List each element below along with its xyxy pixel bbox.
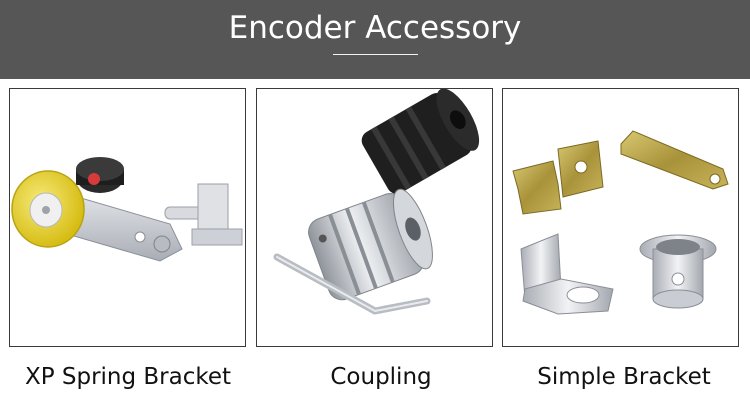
caption-xp-spring-bracket: XP Spring Bracket bbox=[24, 364, 232, 390]
page-title: Encoder Accessory bbox=[228, 10, 522, 46]
product-card-simple-bracket[interactable] bbox=[502, 88, 739, 347]
header-banner: Encoder Accessory bbox=[0, 0, 750, 79]
caption-coupling: Coupling bbox=[330, 364, 432, 390]
coupling-image bbox=[273, 89, 480, 315]
product-card-xp-spring-bracket[interactable] bbox=[9, 88, 246, 347]
simple-bracket-image bbox=[512, 130, 729, 315]
product-card-coupling[interactable] bbox=[256, 88, 493, 347]
caption-simple-bracket: Simple Bracket bbox=[537, 364, 711, 390]
title-underline bbox=[333, 54, 418, 55]
xp-spring-bracket-image bbox=[11, 157, 243, 262]
